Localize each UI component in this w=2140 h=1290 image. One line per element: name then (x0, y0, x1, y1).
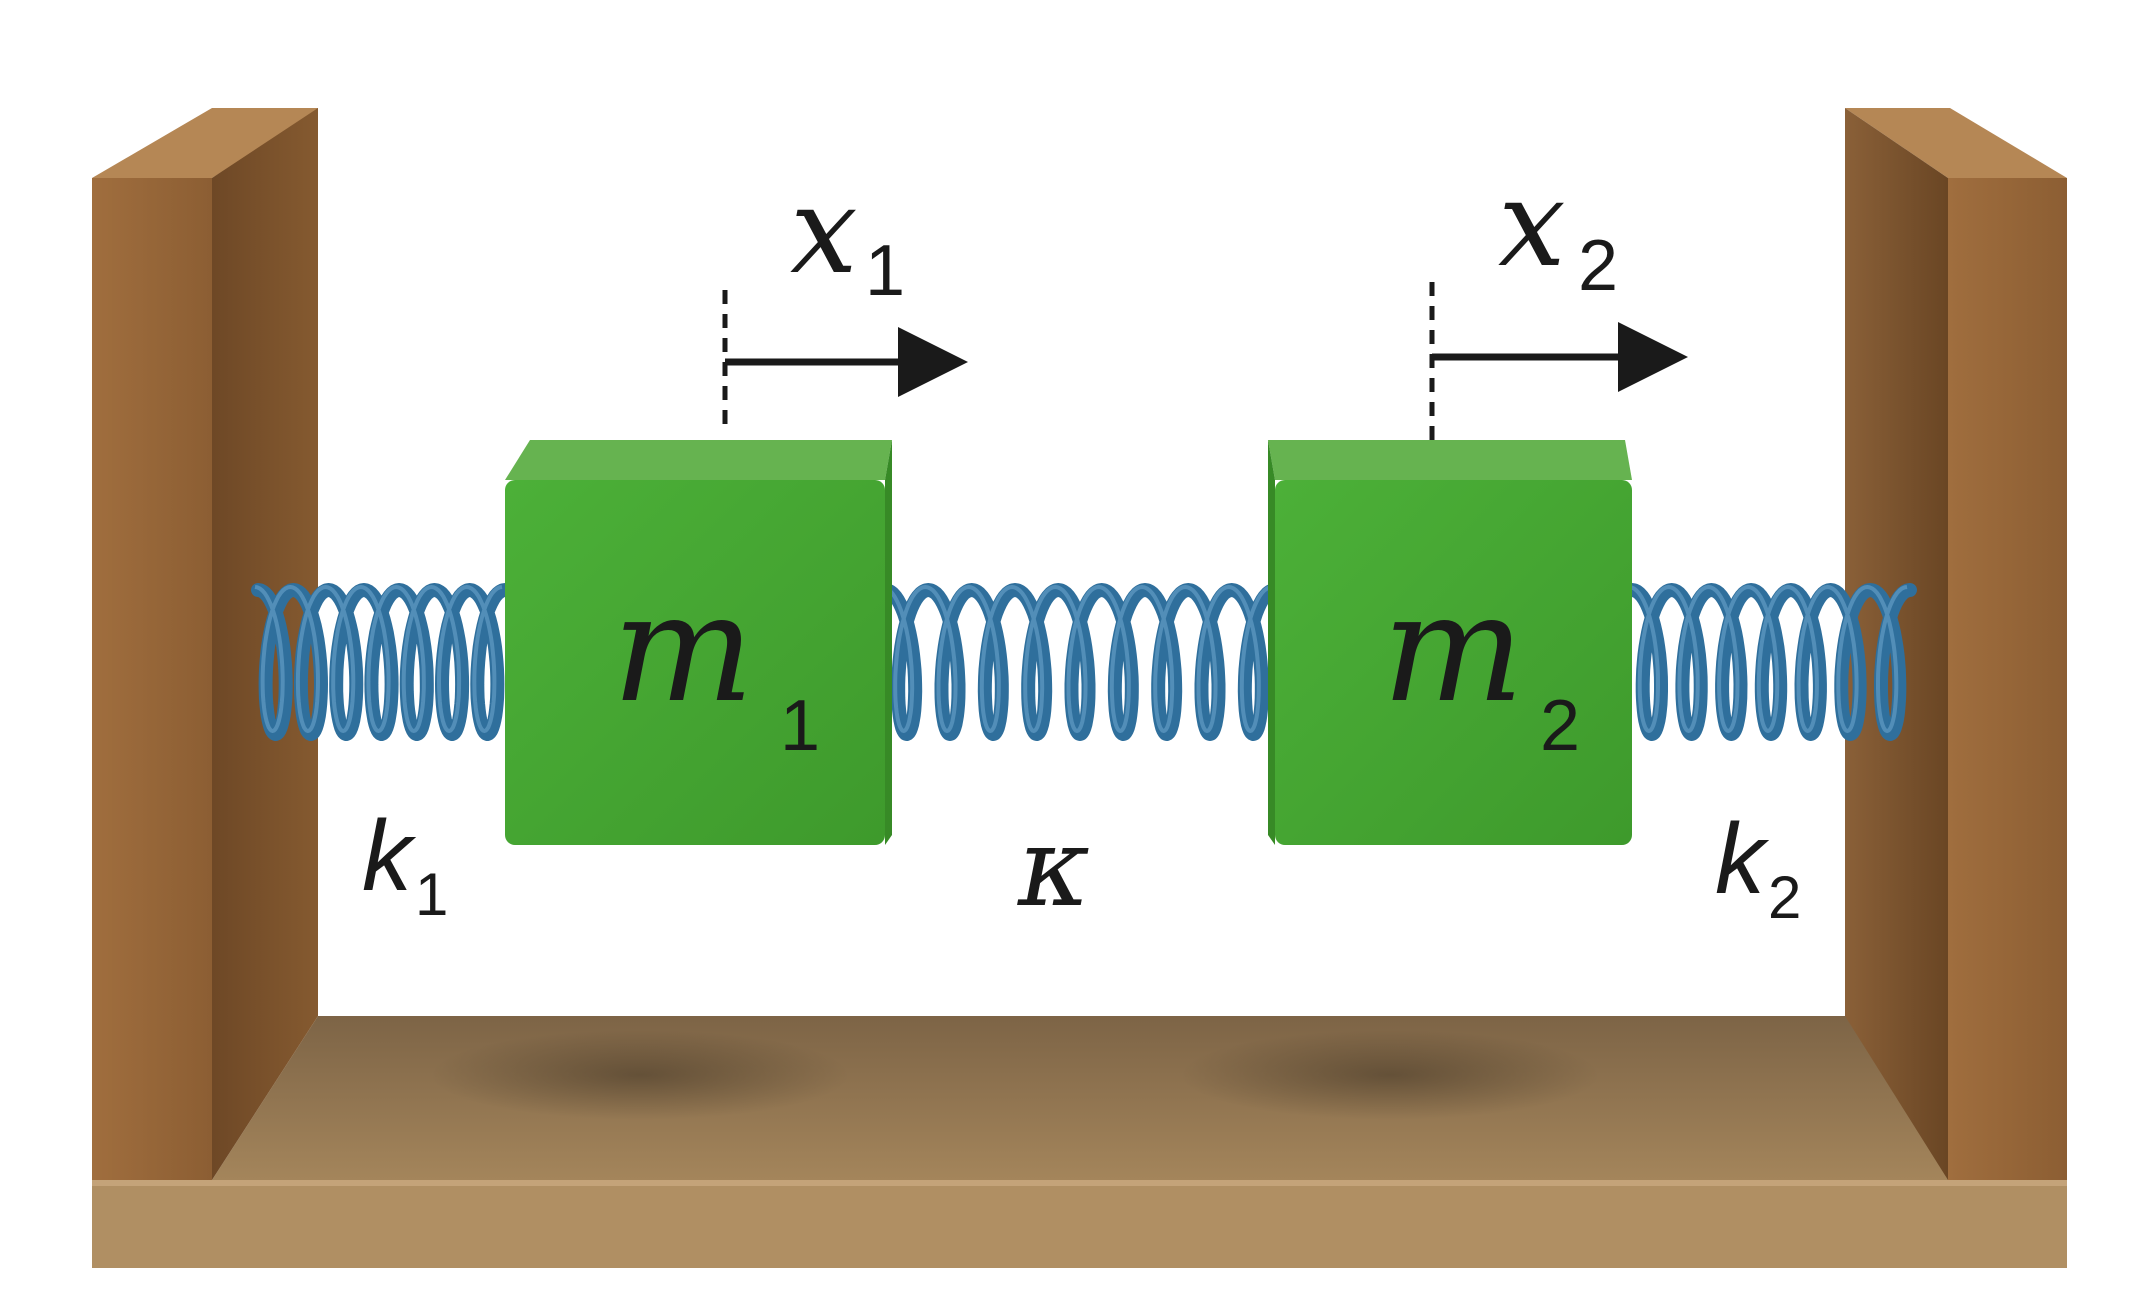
mass1-shadow (430, 1030, 850, 1120)
spring-middle-kappa (878, 583, 1282, 741)
mass1-symbol: m (612, 562, 754, 736)
spring-middle-kappa-highlight (881, 585, 1273, 733)
x1-symbol: x (790, 162, 858, 301)
left-wall-front (92, 178, 212, 1180)
springs (251, 583, 1917, 741)
k1-symbol: k (362, 800, 417, 912)
spring-right-k2-coil (1625, 583, 1917, 741)
mass2-symbol: m (1382, 562, 1524, 736)
x1-subscript: 1 (865, 231, 905, 311)
right-wall-top (1845, 108, 2067, 178)
displacement-x1: x 1 (722, 162, 968, 430)
k1-subscript: 1 (415, 861, 448, 928)
spring-middle-label: κ (1017, 803, 1090, 931)
mass1-side-face (885, 440, 892, 845)
mass2-shadow (1180, 1030, 1600, 1120)
mass2-top-face (1268, 440, 1632, 480)
floor-front (92, 1180, 2067, 1268)
displacement-x2: x 2 (1429, 155, 1688, 440)
spring-left-k1 (251, 583, 512, 741)
mass1-top-face (505, 440, 892, 480)
mass1-block: m 1 (505, 440, 892, 845)
spring-left-k1-highlight (254, 585, 503, 733)
floor (92, 1016, 2067, 1268)
mass2-front-face (1275, 480, 1632, 845)
left-wall (92, 108, 318, 1180)
kappa-symbol: κ (1017, 803, 1090, 931)
mass1-front-face (505, 480, 885, 845)
mass2-subscript: 2 (1540, 686, 1580, 766)
spring-right-k2-highlight (1628, 585, 1908, 733)
spring-middle-kappa-coil (878, 583, 1282, 741)
right-wall-front (1948, 178, 2067, 1180)
mass2-block: m 2 (1268, 440, 1632, 845)
spring-left-k1-coil (251, 583, 512, 741)
mass2-side-face (1268, 440, 1275, 845)
mass1-subscript: 1 (780, 686, 820, 766)
x2-subscript: 2 (1578, 226, 1618, 306)
k2-subscript: 2 (1768, 864, 1801, 931)
x2-symbol: x (1498, 155, 1566, 294)
spring-right-k2 (1625, 583, 1917, 741)
k2-symbol: k (1715, 803, 1770, 915)
spring-right-label: k 2 (1715, 803, 1801, 931)
left-wall-top (92, 108, 318, 178)
spring-left-label: k 1 (362, 800, 448, 928)
